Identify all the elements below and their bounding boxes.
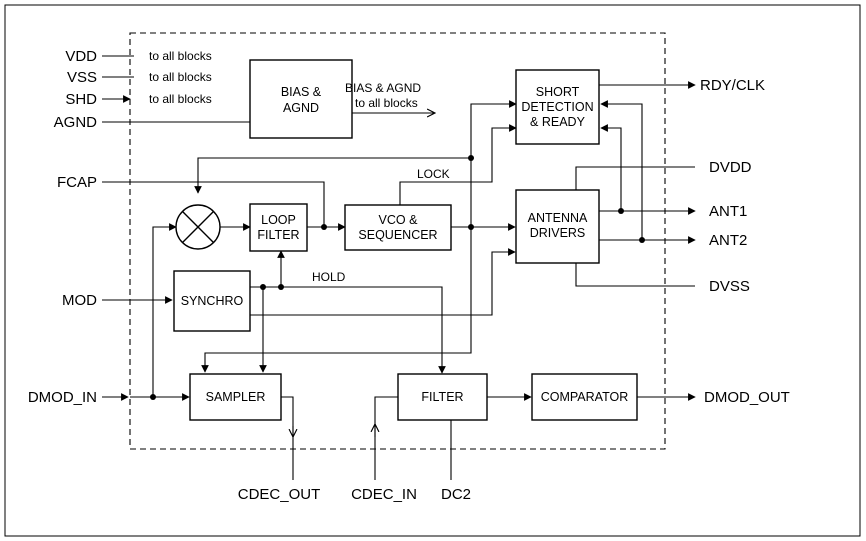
bias-note-line2: to all blocks [355,96,418,110]
outer-frame [4,4,861,537]
pin-dvss: DVSS [709,278,750,295]
wires [102,55,696,480]
loop-block-label-1: LOOP [261,213,296,227]
mixer-symbol [175,204,221,250]
pin-fcap: FCAP [57,174,97,191]
junction-dot [278,284,284,290]
vco-block-label-2: SEQUENCER [358,228,437,242]
right-pin-labels: RDY/CLK DVDD ANT1 ANT2 DVSS DMOD_OUT [700,77,790,406]
synchro-block: SYNCHRO [173,270,251,332]
left-pin-labels: VDD VSS SHD AGND FCAP MOD DMOD_IN [28,48,97,406]
vco-block-label-1: VCO & [379,213,419,227]
junction-dot [321,224,327,230]
antenna-block-label-1: ANTENNA [528,211,588,225]
shd-note: to all blocks [149,92,212,106]
vdd-note: to all blocks [149,49,212,63]
filter-block-label: FILTER [421,390,463,404]
bias-block-label-1: BIAS & [281,85,322,99]
short-block-label-3: & READY [530,115,586,129]
lock-label: LOCK [417,167,450,181]
junction-dot [618,208,624,214]
chip-boundary [129,32,666,450]
pin-ant1: ANT1 [709,203,747,220]
pin-cdec-in: CDEC_IN [351,486,417,503]
junction-dot [468,155,474,161]
bottom-pin-labels: CDEC_OUT CDEC_IN DC2 [238,486,471,503]
pin-rdy-clk: RDY/CLK [700,77,765,94]
comparator-block-label: COMPARATOR [541,390,629,404]
junctions [150,155,645,400]
pin-dmod-in: DMOD_IN [28,389,97,406]
pin-dmod-out: DMOD_OUT [704,389,790,406]
comparator-block: COMPARATOR [531,373,638,421]
pin-vss: VSS [67,69,97,86]
pin-ant2: ANT2 [709,232,747,249]
pin-mod: MOD [62,292,97,309]
junction-dot [639,237,645,243]
bias-block-label-2: AGND [283,101,319,115]
vco-sequencer-block: VCO & SEQUENCER [344,204,452,251]
pin-dc2: DC2 [441,486,471,503]
junction-dot [150,394,156,400]
loop-block-label-2: FILTER [257,228,299,242]
loop-filter-block: LOOP FILTER [249,203,308,252]
junction-dot [260,284,266,290]
junction-dot [468,224,474,230]
pin-shd: SHD [65,91,97,108]
synchro-block-label: SYNCHRO [181,294,244,308]
bias-note-line1: BIAS & AGND [345,81,421,95]
hold-label: HOLD [312,270,346,284]
bias-agnd-block: BIAS & AGND [249,59,353,139]
short-detection-block: SHORT DETECTION & READY [515,69,600,145]
pin-agnd: AGND [54,114,98,131]
vss-note: to all blocks [149,70,212,84]
antenna-drivers-block: ANTENNA DRIVERS [515,189,600,264]
pin-dvdd: DVDD [709,159,752,176]
short-block-label-2: DETECTION [521,100,593,114]
antenna-block-label-2: DRIVERS [530,226,586,240]
sampler-block: SAMPLER [189,373,282,421]
pin-cdec-out: CDEC_OUT [238,486,321,503]
filter-block: FILTER [397,373,488,421]
sampler-block-label: SAMPLER [206,390,266,404]
short-block-label-1: SHORT [536,85,580,99]
pin-vdd: VDD [65,48,97,65]
